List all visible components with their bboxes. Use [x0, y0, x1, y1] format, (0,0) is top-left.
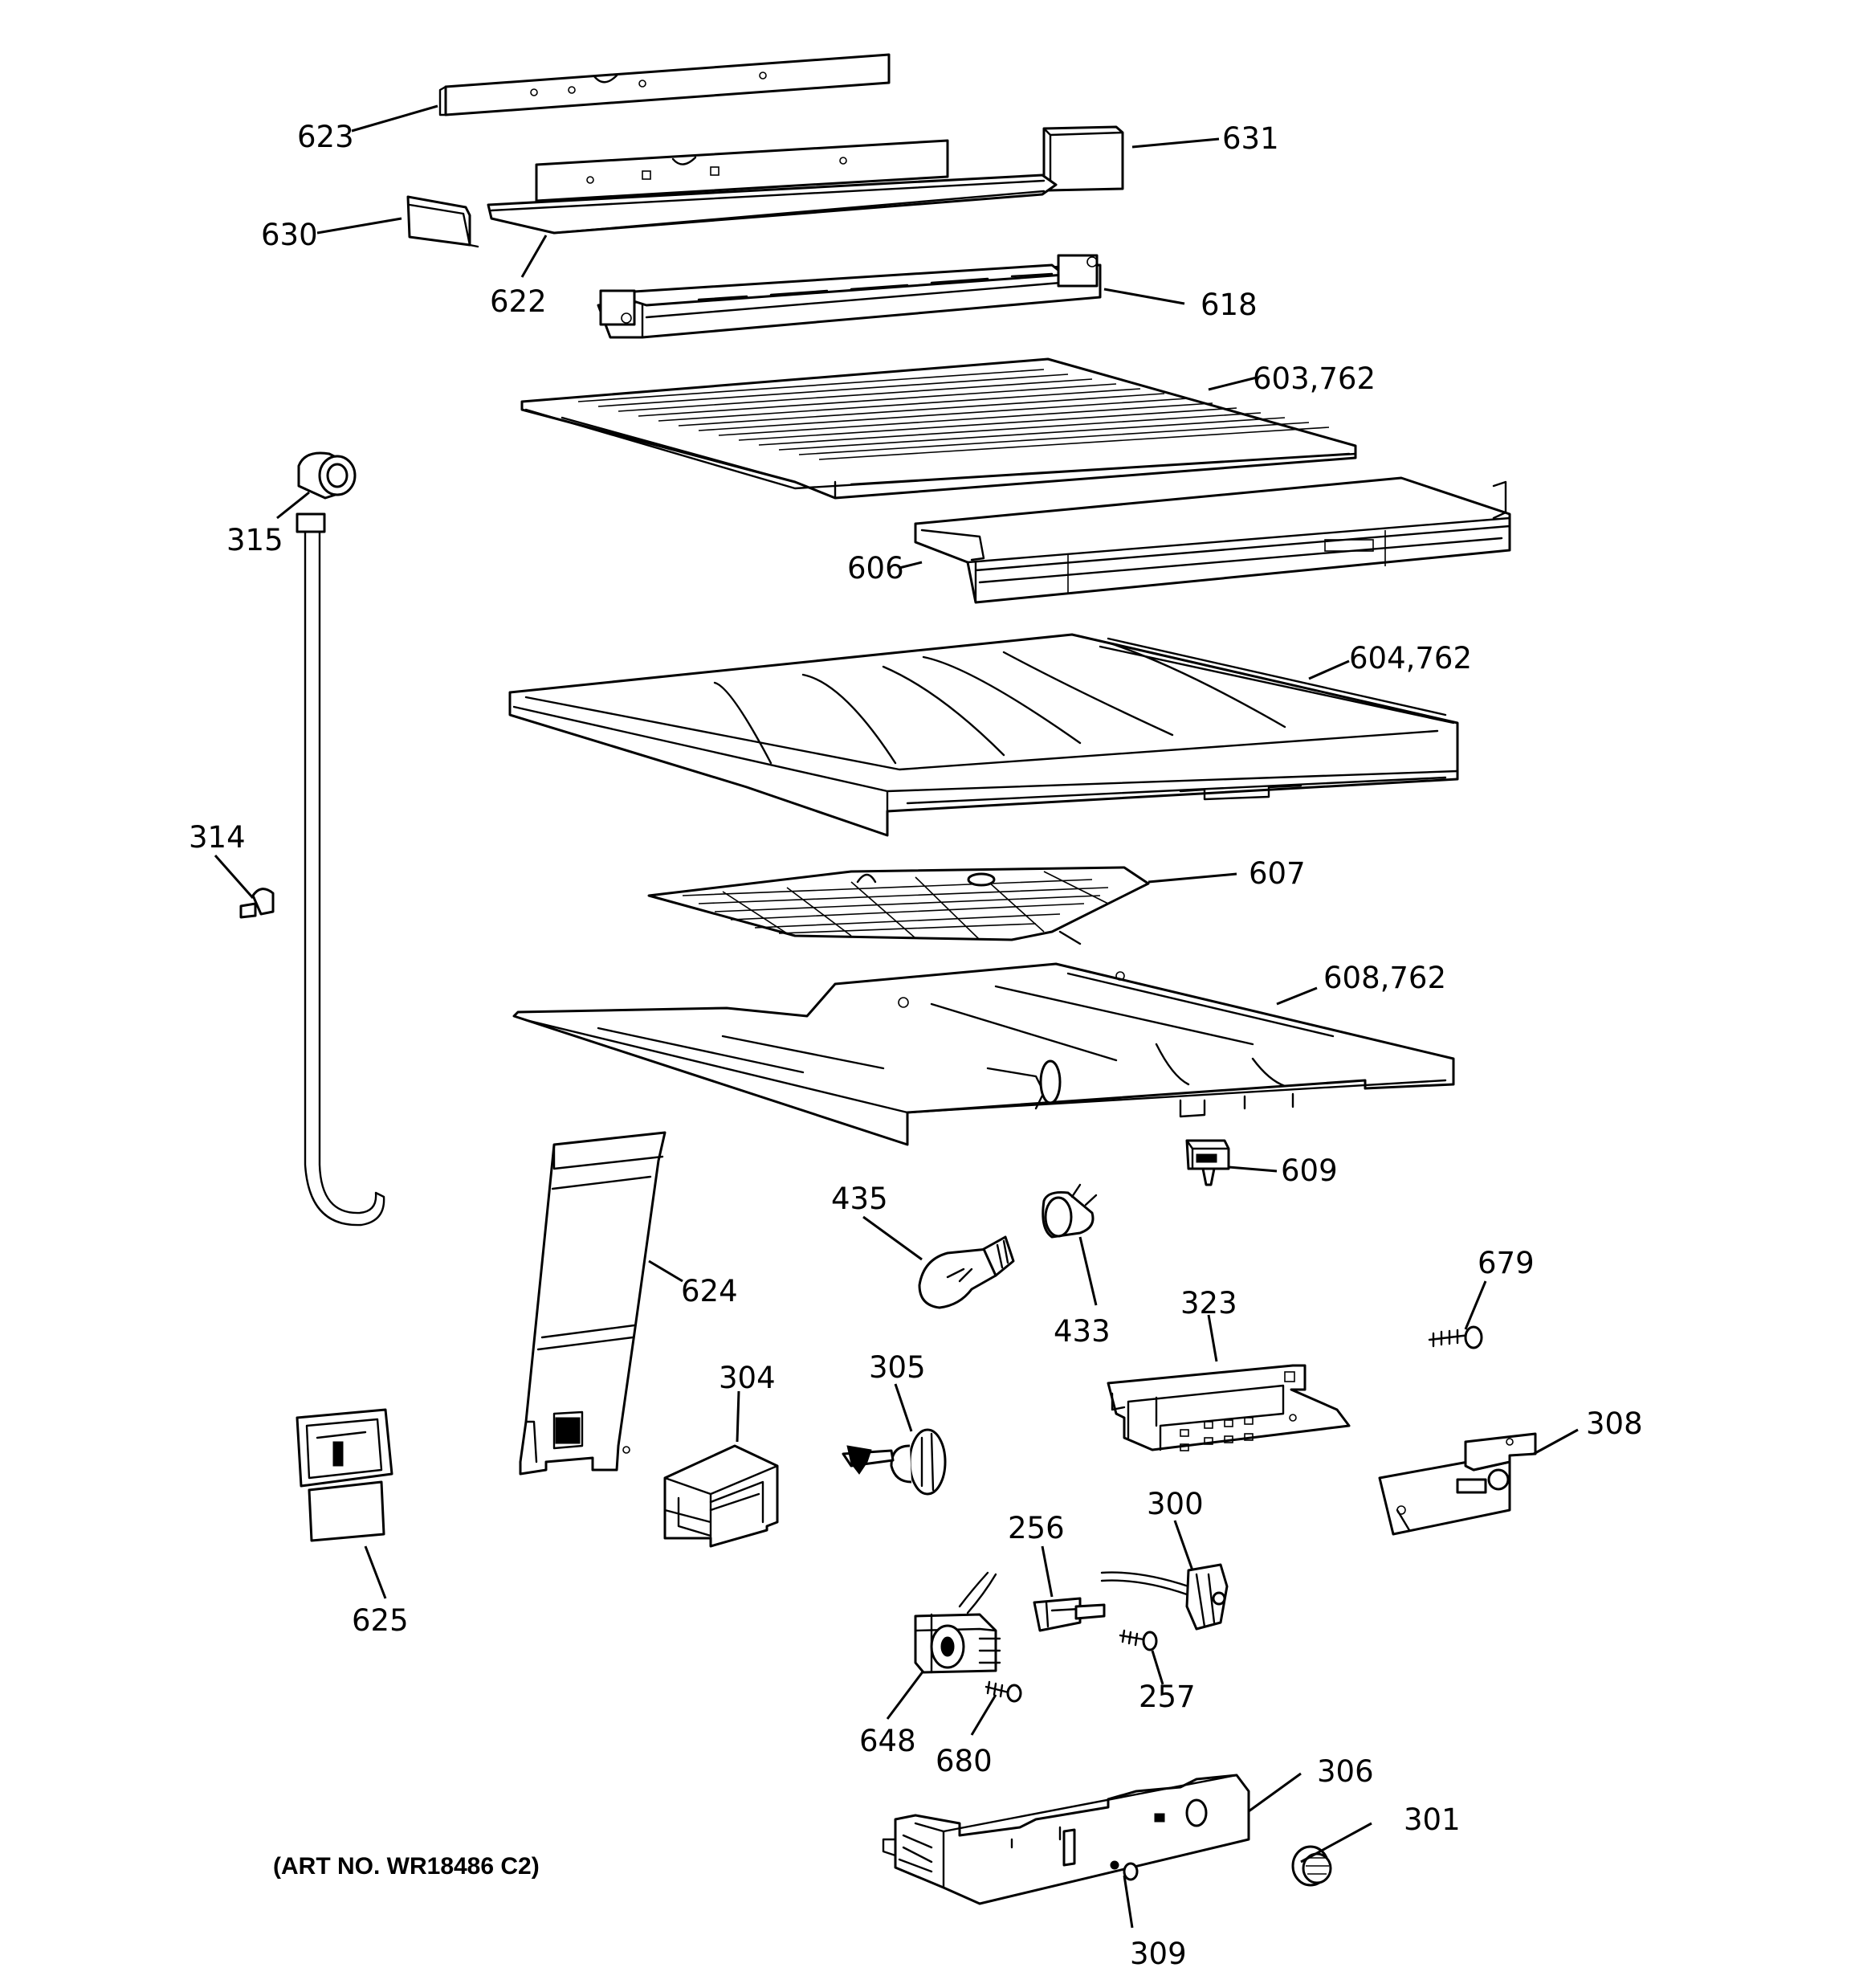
callout-433: 433 — [1054, 1314, 1111, 1349]
part-433-socket — [1042, 1183, 1098, 1239]
callout-609: 609 — [1281, 1153, 1338, 1188]
callout-labels: 623 631 630 622 618 603,762 315 606 604,… — [189, 120, 1643, 1971]
callout-624: 624 — [681, 1274, 738, 1308]
part-680-screw — [984, 1680, 1022, 1703]
part-315-drain-tube — [296, 451, 385, 1227]
part-305-knob — [842, 1428, 947, 1496]
callout-301: 301 — [1404, 1802, 1461, 1837]
callout-308: 308 — [1586, 1406, 1643, 1441]
part-323-bracket — [1107, 1364, 1351, 1451]
part-607-heater — [647, 866, 1150, 945]
part-304-housing — [663, 1444, 779, 1548]
part-625-cover — [296, 1408, 393, 1542]
part-623-strip — [438, 53, 891, 116]
callout-631: 631 — [1222, 121, 1279, 156]
callout-680: 680 — [936, 1744, 993, 1778]
callout-623: 623 — [297, 120, 354, 154]
part-618-grille — [597, 254, 1102, 339]
part-630-end-cap — [406, 195, 479, 248]
callout-305: 305 — [869, 1350, 926, 1385]
part-608-pan — [512, 962, 1455, 1146]
callout-679: 679 — [1478, 1246, 1535, 1280]
part-624-shield — [519, 1131, 667, 1476]
callout-435: 435 — [831, 1182, 888, 1216]
callout-300: 300 — [1147, 1487, 1204, 1521]
part-256-switch — [1033, 1597, 1106, 1632]
callout-309: 309 — [1130, 1937, 1187, 1971]
callout-256: 256 — [1008, 1511, 1065, 1545]
part-314-clip — [239, 888, 275, 919]
callout-314: 314 — [189, 820, 246, 855]
art-number: (ART NO. WR18486 C2) — [273, 1853, 540, 1880]
part-257-screw — [1119, 1629, 1158, 1651]
callout-648: 648 — [859, 1724, 916, 1758]
callout-622: 622 — [490, 284, 547, 319]
callout-608-762: 608,762 — [1323, 961, 1446, 995]
part-648-relay — [914, 1571, 1001, 1674]
part-631-end-cap — [1042, 125, 1124, 192]
callout-618: 618 — [1201, 288, 1258, 322]
callout-323: 323 — [1180, 1286, 1237, 1321]
part-603-shelf — [520, 357, 1357, 500]
callout-604-762: 604,762 — [1349, 641, 1472, 676]
callout-606: 606 — [847, 551, 904, 586]
callout-603-762: 603,762 — [1253, 361, 1376, 396]
part-300-thermostat — [1100, 1563, 1229, 1631]
callout-304: 304 — [719, 1361, 776, 1395]
part-622-cover — [487, 139, 1058, 235]
callout-630: 630 — [261, 218, 318, 252]
part-306-housing — [882, 1774, 1250, 1905]
part-606-channel — [914, 476, 1511, 604]
part-609-switch — [1185, 1139, 1230, 1186]
part-435-bulb — [918, 1235, 1015, 1309]
callout-257: 257 — [1139, 1680, 1196, 1714]
part-301-knob — [1291, 1845, 1332, 1887]
part-604-shelf — [508, 633, 1459, 837]
callout-315: 315 — [226, 523, 283, 557]
callout-625: 625 — [352, 1603, 409, 1638]
part-679-screw — [1428, 1325, 1483, 1349]
leader-lines — [214, 104, 1579, 1929]
part-308-bracket — [1378, 1432, 1537, 1536]
callout-306: 306 — [1317, 1754, 1374, 1789]
callout-607: 607 — [1249, 856, 1306, 891]
